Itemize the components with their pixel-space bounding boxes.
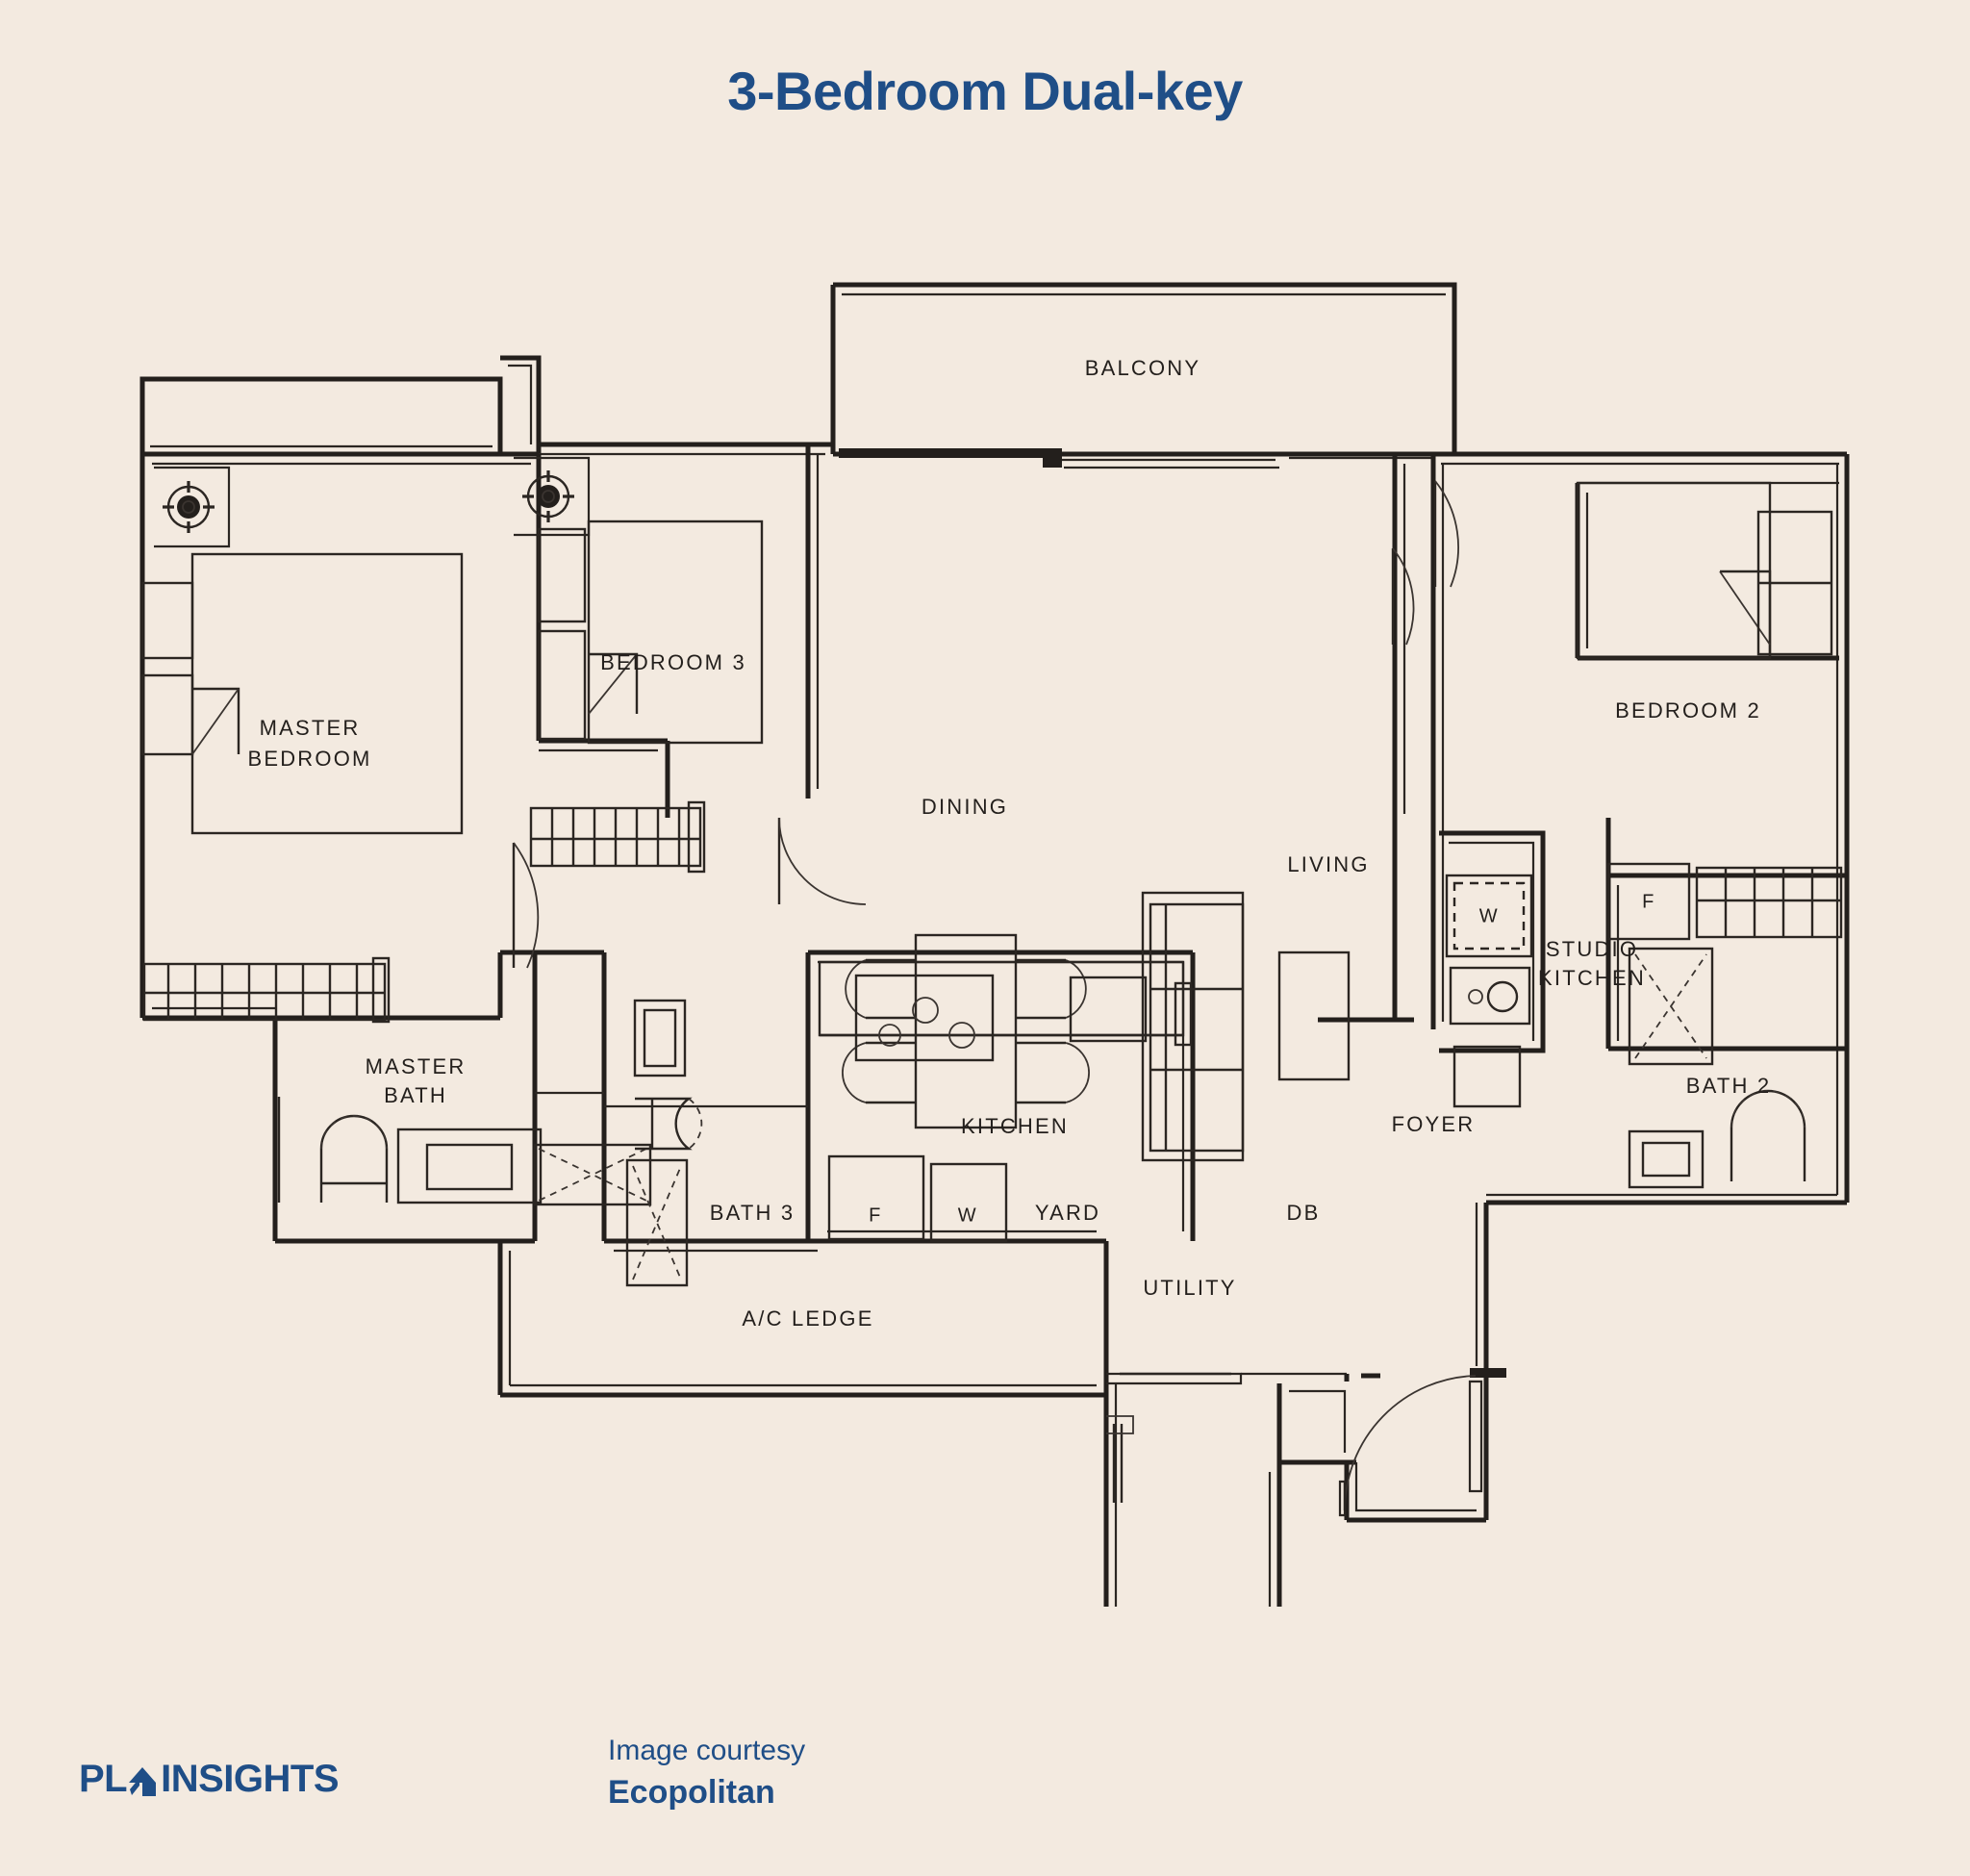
room-labels: BALCONY BEDROOM 3 MASTER BEDROOM BEDROOM… <box>247 356 1772 1331</box>
room-label-yard: YARD <box>1035 1201 1100 1225</box>
door-bedroom-3 <box>777 817 867 905</box>
studio-counter <box>1452 1045 1522 1108</box>
room-label-utility: UTILITY <box>1143 1276 1236 1300</box>
bed-bedroom-2 <box>1576 481 1772 660</box>
wardrobe-bedroom-3 <box>529 800 706 874</box>
footer: PL INSIGHTS Image courtesy Ecopolitan <box>0 1664 1970 1876</box>
appliance-label-studio-washer: W <box>1479 905 1499 926</box>
logo-text-suffix: INSIGHTS <box>161 1758 340 1800</box>
room-label-bath-2: BATH 2 <box>1686 1074 1772 1098</box>
sink-studio <box>1449 966 1531 1026</box>
room-label-master-bedroom-line1: MASTER <box>260 716 361 740</box>
room-label-master-bath-line2: BATH <box>384 1083 447 1107</box>
page-title: 3-Bedroom Dual-key <box>727 61 1243 121</box>
shelving-bath-2 <box>1695 866 1843 939</box>
sofa <box>1141 891 1245 1162</box>
shower-master-bath <box>533 1143 652 1206</box>
room-label-living: LIVING <box>1287 852 1369 876</box>
bed-bedroom-3 <box>537 520 764 745</box>
dining-set <box>842 933 1090 1129</box>
room-label-ac-ledge: A/C LEDGE <box>742 1306 873 1331</box>
floorplan-container: W F <box>0 241 1970 1607</box>
room-label-dining: DINING <box>922 795 1008 819</box>
basin-bath-2 <box>1628 1129 1705 1189</box>
room-label-master-bath-line1: MASTER <box>366 1054 467 1078</box>
aircon-condenser-bedroom-3 <box>522 470 574 522</box>
appliance-kitchen-fridge: F <box>827 1154 925 1241</box>
room-label-balcony: BALCONY <box>1085 356 1201 380</box>
room-label-bedroom-2: BEDROOM 2 <box>1615 698 1761 723</box>
cooker-hob <box>878 997 975 1049</box>
vanity-master-bath <box>396 1128 543 1204</box>
doors <box>277 480 1477 1517</box>
room-label-db: DB <box>1287 1201 1321 1225</box>
furniture: W F <box>140 470 1843 1503</box>
coffee-table <box>1277 951 1351 1081</box>
room-label-master-bedroom-line2: BEDROOM <box>247 747 371 771</box>
appliance-label-studio-fridge: F <box>1642 891 1655 912</box>
room-label-studio-kitchen-line2: KITCHEN <box>1538 966 1646 990</box>
room-label-bath-3: BATH 3 <box>710 1201 796 1225</box>
floorplan-drawing: W F <box>139 282 1850 1607</box>
courtesy-source: Ecopolitan <box>608 1774 775 1812</box>
room-label-studio-kitchen-line1: STUDIO <box>1546 937 1638 961</box>
room-label-foyer: FOYER <box>1392 1112 1476 1136</box>
room-label-bedroom-3: BEDROOM 3 <box>600 650 746 674</box>
room-label-kitchen: KITCHEN <box>961 1114 1069 1138</box>
wardrobe-master <box>142 956 391 1024</box>
utility-shelf <box>1106 1415 1134 1503</box>
appliance-label-kitchen-washer: W <box>958 1204 977 1226</box>
basin-bath-3 <box>633 999 687 1077</box>
toilet-master-bath <box>319 1114 389 1203</box>
appliance-label-kitchen-fridge: F <box>869 1204 882 1226</box>
appliance-kitchen-washer: W <box>929 1162 1008 1243</box>
door-studio <box>1391 547 1415 646</box>
logo-text-prefix: PL <box>79 1758 128 1800</box>
door-main-entrance <box>1338 1375 1477 1517</box>
appliance-studio-washer: W <box>1445 874 1533 958</box>
shower-bath-3 <box>625 1158 689 1287</box>
plb-insights-logo: PL INSIGHTS <box>79 1758 340 1801</box>
kitchen-counter-top <box>818 960 1193 1062</box>
appliance-studio-fridge: F <box>1606 862 1691 941</box>
plb-roof-mark-icon <box>128 1763 157 1796</box>
courtesy-label: Image courtesy <box>608 1734 806 1766</box>
toilet-bath-2 <box>1730 1089 1806 1181</box>
toilet-bath-3 <box>635 1097 703 1151</box>
shower-bath-2 <box>1628 947 1714 1066</box>
aircon-condenser-master <box>163 481 215 533</box>
wardrobe-bedroom-2 <box>1756 510 1833 656</box>
bed-master <box>140 552 464 835</box>
sink-kitchen <box>1069 976 1148 1043</box>
door-bedroom-2 <box>1433 480 1459 588</box>
image-courtesy-block: Image courtesy Ecopolitan <box>608 1732 805 1814</box>
door-master-bedroom <box>512 842 540 969</box>
